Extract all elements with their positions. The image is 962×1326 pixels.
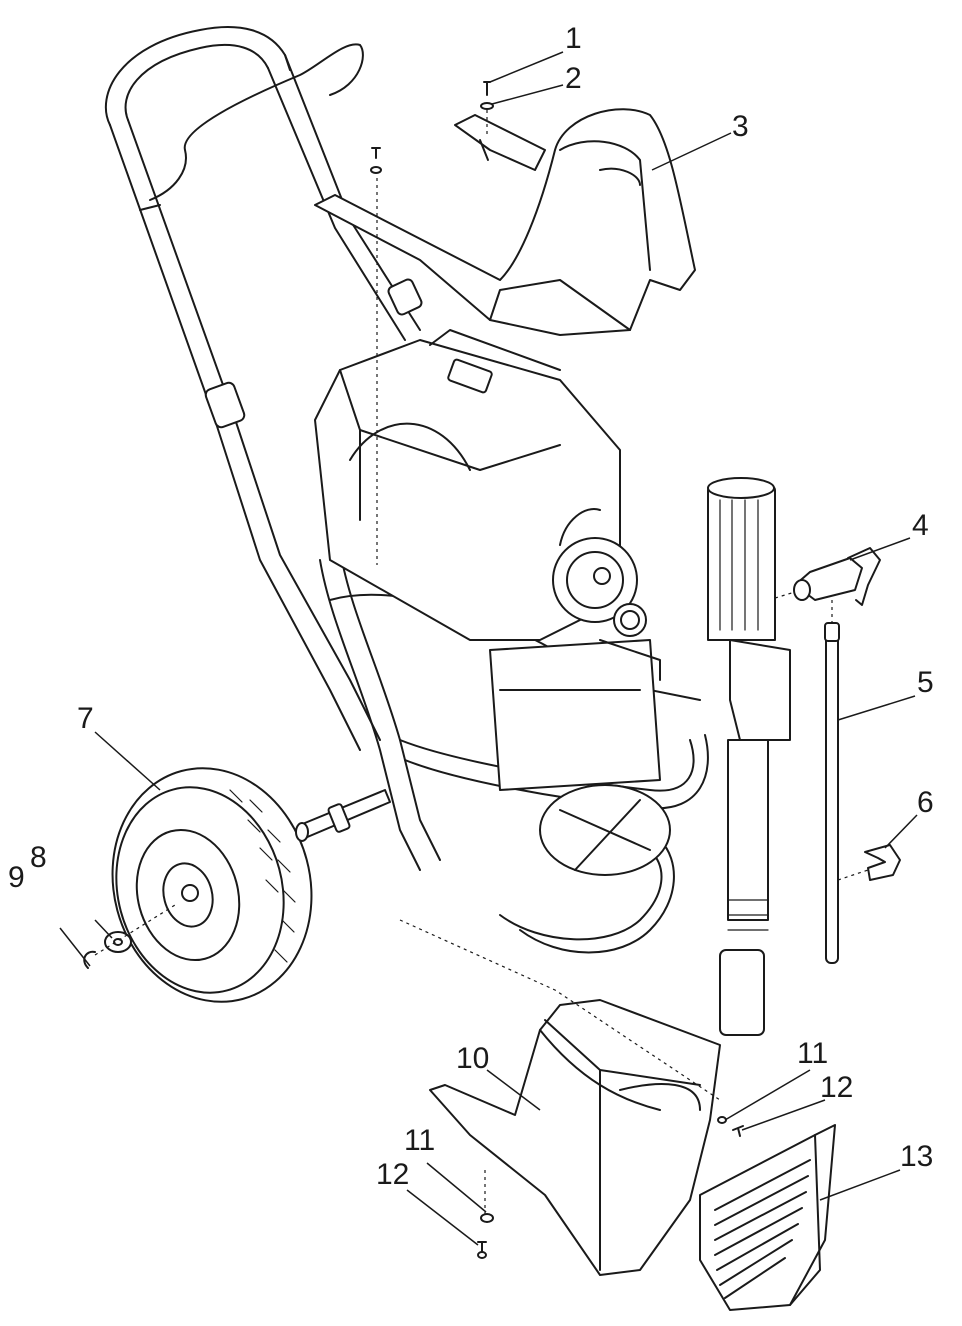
vent-cover (699, 1124, 836, 1311)
handle-cover (314, 108, 696, 336)
callout-3: 3 (732, 110, 749, 143)
shroud-screws-and-washers (477, 1116, 744, 1259)
callout-10: 10 (456, 1042, 489, 1075)
callout-2: 2 (565, 62, 582, 95)
callout-5: 5 (917, 666, 934, 699)
callout-12-right: 12 (820, 1071, 853, 1104)
lower-shroud (399, 919, 721, 1276)
callout-9: 9 (8, 861, 25, 894)
washer-and-clip (83, 904, 176, 969)
callout-4: 4 (912, 509, 929, 542)
callout-12-left: 12 (376, 1158, 409, 1191)
pump-assembly (489, 603, 671, 876)
callout-7: 7 (77, 702, 94, 735)
motor-housing (314, 329, 638, 641)
callout-13: 13 (900, 1140, 933, 1173)
hose-clip (837, 844, 901, 881)
callout-11-left: 11 (404, 1124, 435, 1157)
wheel (111, 767, 313, 1003)
axle (295, 789, 391, 842)
callout-labels: 1 2 3 4 5 6 7 8 9 10 11 12 11 12 13 (8, 22, 934, 1191)
spray-gun-and-extension (774, 547, 881, 964)
callout-6: 6 (917, 786, 934, 819)
pump-cylinder (707, 477, 791, 1036)
callout-11-right: 11 (797, 1037, 828, 1070)
leader-lines (59, 51, 918, 1246)
callout-1: 1 (565, 22, 582, 55)
callout-8: 8 (30, 841, 47, 874)
screw-and-washer-top (370, 81, 494, 565)
